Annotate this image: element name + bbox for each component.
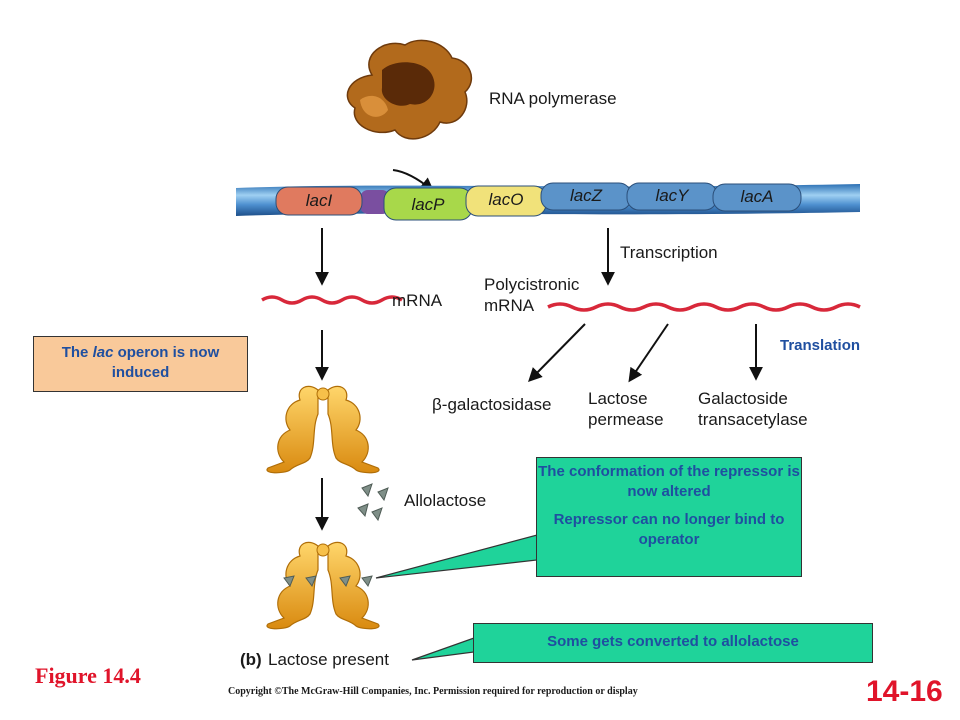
repressor-mrna (261, 295, 403, 305)
arrow-to-beta-gal (528, 323, 586, 382)
inactive-repressor-icon (266, 541, 380, 630)
dna-strand: lacI lacP lacO lacZ lacY lacA (236, 182, 860, 221)
polycistronic-mrna (547, 302, 861, 312)
conformation-text: The conformation of the repressor is now… (538, 463, 800, 500)
copyright-notice: Copyright ©The McGraw-Hill Companies, In… (228, 686, 638, 697)
polycistronic-label-line1: Polycistronic (484, 275, 580, 294)
allolactose-molecules-icon (357, 483, 389, 522)
no-bind-text: Repressor can no longer bind to operator (553, 511, 785, 548)
panel-letter: (b) (240, 650, 262, 669)
lactose-present-label: Lactose present (268, 650, 389, 669)
translation-label: Translation (780, 337, 860, 354)
slide-number: 14-16 (866, 675, 943, 708)
figure-title: Figure 14.4 (35, 663, 141, 688)
converted-callout-pointer (411, 637, 475, 661)
beta-galactosidase-label: β-galactosidase (432, 395, 551, 414)
permease-label-line1: Lactose (588, 389, 648, 408)
gene-label-lacz: lacZ (570, 186, 603, 205)
permease-label-line2: permease (588, 410, 664, 429)
converted-text: Some gets converted to allolactose (547, 633, 799, 650)
gene-label-laco: lacO (489, 190, 524, 209)
gene-label-laci: lacI (306, 191, 333, 210)
operon-induced-text: The lac operon is now induced (34, 343, 247, 383)
lac-repressor-protein-icon (266, 385, 380, 474)
conformation-callout-pointer (375, 534, 538, 579)
rna-polymerase-icon (346, 39, 473, 140)
induced-text-lac: lac (92, 344, 114, 361)
gene-label-laca: lacA (740, 187, 773, 206)
gene-segment-laci (275, 186, 363, 216)
polycistronic-label-line2: mRNA (484, 296, 535, 315)
allolactose-label: Allolactose (404, 491, 486, 510)
transacetylase-label-line2: transacetylase (698, 410, 808, 429)
transacetylase-label-line1: Galactoside (698, 389, 788, 408)
gene-label-lacp: lacP (411, 195, 445, 214)
transcription-label: Transcription (620, 243, 718, 262)
allolactose-conversion-callout: Some gets converted to allolactose (473, 623, 873, 663)
gene-region-spacer (360, 190, 390, 214)
arrow-to-permease (628, 323, 669, 383)
induced-text-pre: The (61, 344, 93, 361)
gene-label-lacy: lacY (655, 186, 690, 205)
gene-segment-laca (712, 183, 802, 212)
conformation-callout: The conformation of the repressor is now… (536, 457, 802, 577)
mrna-label: mRNA (392, 291, 443, 310)
operon-induced-callout: The lac operon is now induced (33, 336, 248, 392)
rna-polymerase-label: RNA polymerase (489, 89, 617, 108)
induced-text-post: operon is now induced (111, 344, 220, 381)
